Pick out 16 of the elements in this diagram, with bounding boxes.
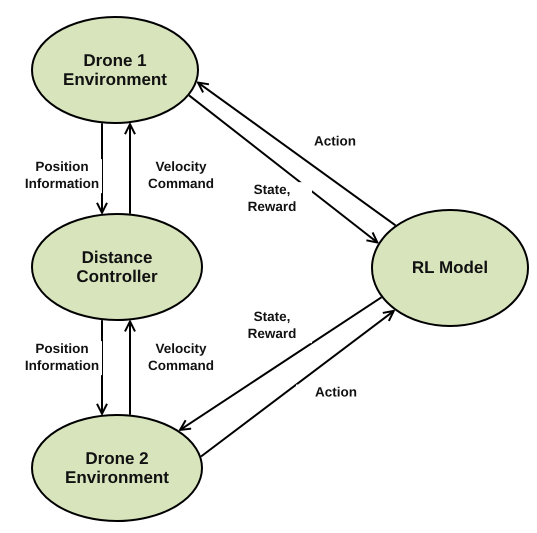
arrow <box>196 82 396 226</box>
node-label: Drone 1 Environment <box>62 50 168 90</box>
arrow <box>96 320 108 415</box>
arrow <box>188 94 378 244</box>
ellipse-node <box>31 213 203 321</box>
node-label: RL Model <box>412 258 488 278</box>
node-label: Drone 2 Environment <box>64 448 170 488</box>
arrow <box>200 310 395 458</box>
arrow <box>124 320 136 415</box>
arrow <box>179 296 382 431</box>
arrow <box>124 123 136 214</box>
ellipse-node <box>31 414 203 522</box>
ellipse-node <box>31 16 199 124</box>
arrow <box>96 123 108 214</box>
ellipse-node <box>371 209 529 327</box>
node-label: Distance Controller <box>75 248 159 286</box>
